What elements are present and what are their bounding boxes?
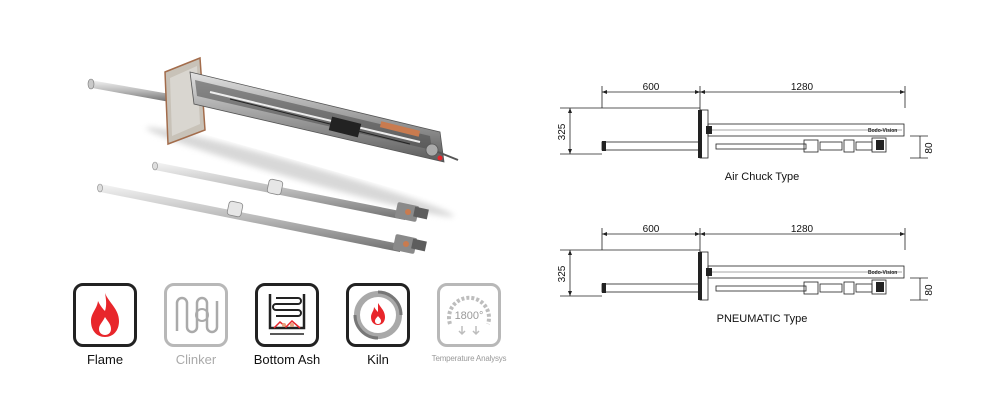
clinker-icon-box bbox=[164, 283, 228, 347]
icon-label: Bottom Ash bbox=[253, 352, 321, 367]
dim-right: 1280 bbox=[791, 224, 814, 235]
temperature-icon-box: 1800° bbox=[437, 283, 501, 347]
kiln-icon-box bbox=[346, 283, 410, 347]
icon-item-kiln: Kiln bbox=[339, 283, 417, 367]
dim-height: 325 bbox=[557, 123, 568, 140]
icon-item-clinker: Clinker bbox=[157, 283, 235, 367]
drawing-pneumatic: 600 1280 325 80 Bodo-Vision PNEUMATIC Ty… bbox=[557, 224, 935, 325]
probe-rod-lower bbox=[97, 183, 427, 254]
icon-item-bottom-ash: Bottom Ash bbox=[248, 283, 326, 367]
probe-rod-upper bbox=[152, 161, 429, 222]
bottom-ash-icon-box bbox=[255, 283, 319, 347]
kiln-icon bbox=[353, 290, 403, 340]
flame-icon bbox=[91, 293, 119, 337]
dim-left: 600 bbox=[643, 224, 660, 235]
dim-side: 80 bbox=[924, 284, 935, 296]
icon-label: Temperature Analysys bbox=[431, 354, 507, 363]
dim-height: 325 bbox=[557, 265, 568, 282]
flame-icon-box bbox=[73, 283, 137, 347]
brand-label: Bodo-Vision bbox=[868, 270, 897, 276]
brand-label: Bodo-Vision bbox=[868, 128, 897, 134]
icon-label: Kiln bbox=[367, 352, 389, 367]
icon-label: Clinker bbox=[175, 352, 217, 367]
dim-side: 80 bbox=[924, 142, 935, 154]
icon-label: Flame bbox=[86, 352, 124, 367]
product-photo bbox=[87, 56, 459, 254]
temperature-gauge-icon: 1800° bbox=[447, 295, 491, 336]
application-icons: Flame Clinker Bottom Ash bbox=[66, 283, 508, 367]
drawing-air-chuck: 600 1280 325 80 Bodo-Vision Air Chuck Ty… bbox=[557, 82, 935, 183]
dim-left: 600 bbox=[643, 82, 660, 93]
bottom-ash-icon bbox=[268, 294, 306, 335]
clinker-icon bbox=[175, 296, 219, 334]
dim-right: 1280 bbox=[791, 82, 814, 93]
drawing-caption: Air Chuck Type bbox=[725, 171, 799, 183]
gauge-value: 1800° bbox=[455, 310, 484, 322]
icon-item-flame: Flame bbox=[66, 283, 144, 367]
camera-assembly bbox=[87, 56, 459, 217]
drawing-caption: PNEUMATIC Type bbox=[717, 313, 808, 325]
icon-item-temperature: 1800° Temperature Analysys bbox=[430, 283, 508, 367]
